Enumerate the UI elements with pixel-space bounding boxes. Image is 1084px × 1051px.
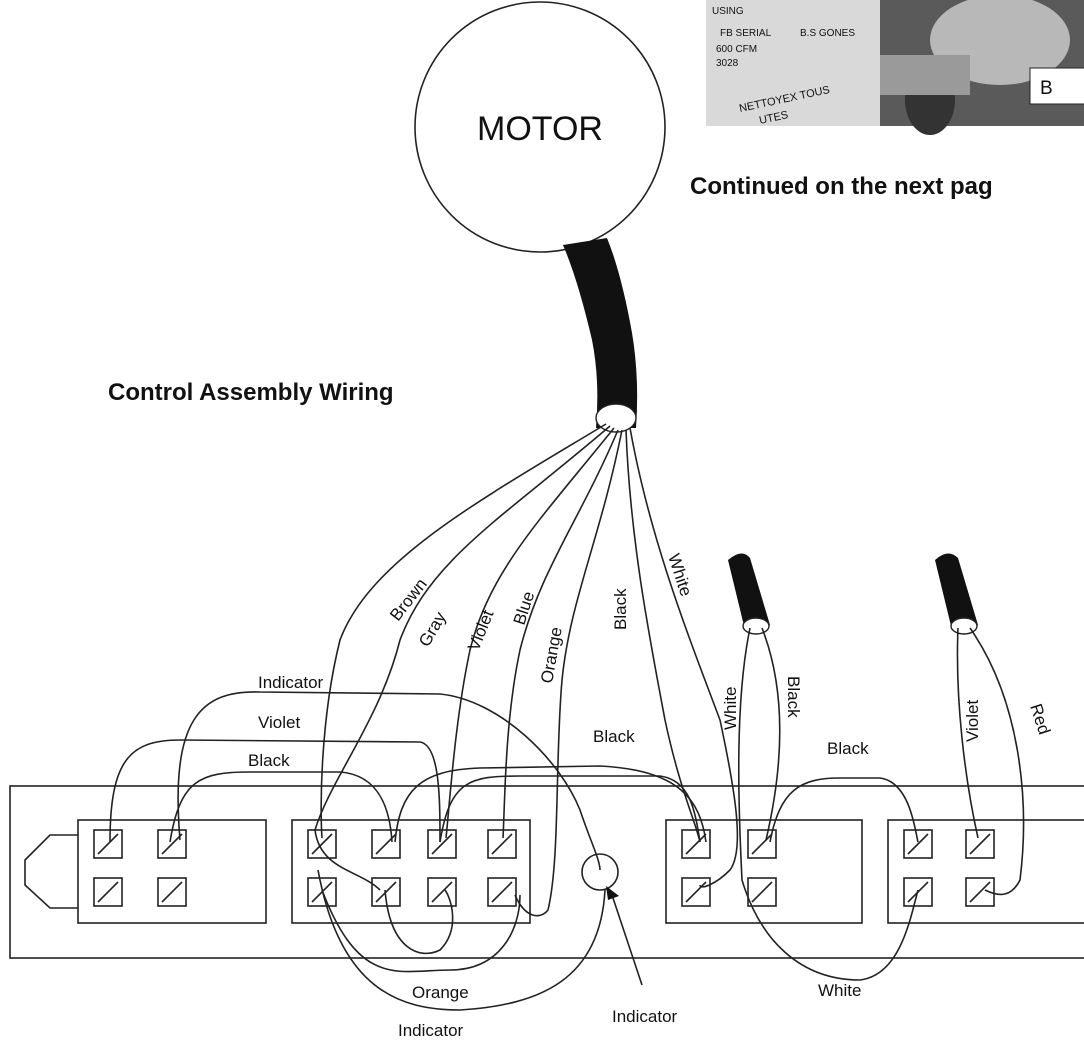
label-violet-pair: Violet	[963, 700, 982, 742]
terminal	[93, 829, 123, 859]
wire-white-pair	[737, 627, 919, 981]
cable-right-2	[935, 553, 978, 632]
wire-black-pair	[761, 627, 781, 841]
terminal	[487, 829, 517, 859]
wire-violet-pair	[956, 627, 979, 839]
terminals	[93, 829, 995, 907]
terminal	[93, 877, 123, 907]
sticker-line-4: 600 CFM	[716, 44, 757, 55]
terminal	[965, 829, 995, 859]
sticker-line-5: 3028	[716, 58, 739, 69]
label-white-pair: White	[721, 687, 740, 730]
reference-photo: USING FB SERIAL B.S GONES 600 CFM 3028 N…	[706, 0, 1084, 135]
indicator-arrow-line	[611, 894, 643, 986]
cable-end	[595, 403, 637, 433]
label-black-pair: Black	[784, 676, 803, 718]
sticker-line-2: FB SERIAL	[720, 28, 772, 39]
wire-red-pair	[969, 627, 1025, 896]
sticker-line-7: UTES	[758, 109, 789, 127]
label-blue: Blue	[510, 589, 539, 627]
wire-black-left	[169, 771, 393, 843]
wire-white-cable	[629, 427, 739, 888]
wire-black-cable	[625, 429, 701, 843]
wire-indicator-top	[177, 691, 601, 871]
terminal	[427, 877, 457, 907]
terminal	[157, 877, 187, 907]
sticker-line-3: B.S GONES	[800, 28, 855, 39]
label-black-left: Black	[248, 751, 290, 770]
label-brown: Brown	[386, 575, 431, 625]
terminal	[747, 829, 777, 859]
cable-right-1	[728, 553, 770, 632]
wire-violet	[445, 427, 615, 839]
terminal-block-3	[665, 819, 863, 924]
terminal	[903, 829, 933, 859]
wire-violet-left	[109, 739, 441, 843]
sticker-line-1: USING	[712, 6, 744, 17]
label-indicator-top: Indicator	[258, 673, 324, 692]
terminal-block-4	[887, 819, 1084, 924]
wire-brown	[320, 423, 607, 839]
cable-right-1-end	[742, 617, 770, 635]
label-indicator-bottom: Indicator	[398, 1021, 464, 1040]
label-red-pair: Red	[1026, 701, 1054, 737]
wire-black-right	[769, 777, 919, 843]
label-white-cable: White	[664, 551, 696, 598]
wire-orange	[514, 429, 623, 917]
label-black-mid: Black	[593, 727, 635, 746]
terminal	[681, 829, 711, 859]
label-gray: Gray	[415, 608, 450, 650]
indicator-arrowhead	[606, 886, 619, 900]
label-orange: Orange	[537, 626, 566, 685]
terminal-block-1	[77, 819, 267, 924]
terminal	[487, 877, 517, 907]
label-indicator-arrow: Indicator	[612, 1007, 678, 1026]
terminal	[681, 877, 711, 907]
terminal-block-2	[291, 819, 531, 924]
wire-gray	[314, 425, 611, 891]
motor-label: MOTOR	[477, 110, 603, 148]
wire-black-mid	[394, 765, 707, 843]
diagram-heading: Control Assembly Wiring	[108, 379, 394, 406]
terminal	[965, 877, 995, 907]
control-strip	[9, 785, 1084, 959]
label-black-right: Black	[827, 739, 869, 758]
label-violet: Violet	[464, 607, 498, 654]
photo-caption: B	[1040, 78, 1053, 99]
wire-orange-bottom	[321, 889, 521, 973]
terminal	[747, 877, 777, 907]
motor-circle	[414, 1, 666, 253]
label-violet-left: Violet	[258, 713, 300, 732]
wire-indicator-bottom	[317, 869, 606, 1011]
indicator-lamp	[581, 853, 619, 891]
wire-black-mid-2	[439, 775, 701, 843]
label-black-cable: Black	[611, 588, 630, 630]
continued-note: Continued on the next pag	[690, 173, 993, 200]
motor-wires	[314, 423, 739, 917]
wire-loop	[384, 889, 454, 955]
motor-cable	[563, 238, 638, 428]
label-orange-bottom: Orange	[412, 983, 469, 1002]
plug-connector	[24, 834, 78, 909]
wire-blue	[502, 429, 619, 839]
label-white-bottom: White	[818, 981, 861, 1000]
